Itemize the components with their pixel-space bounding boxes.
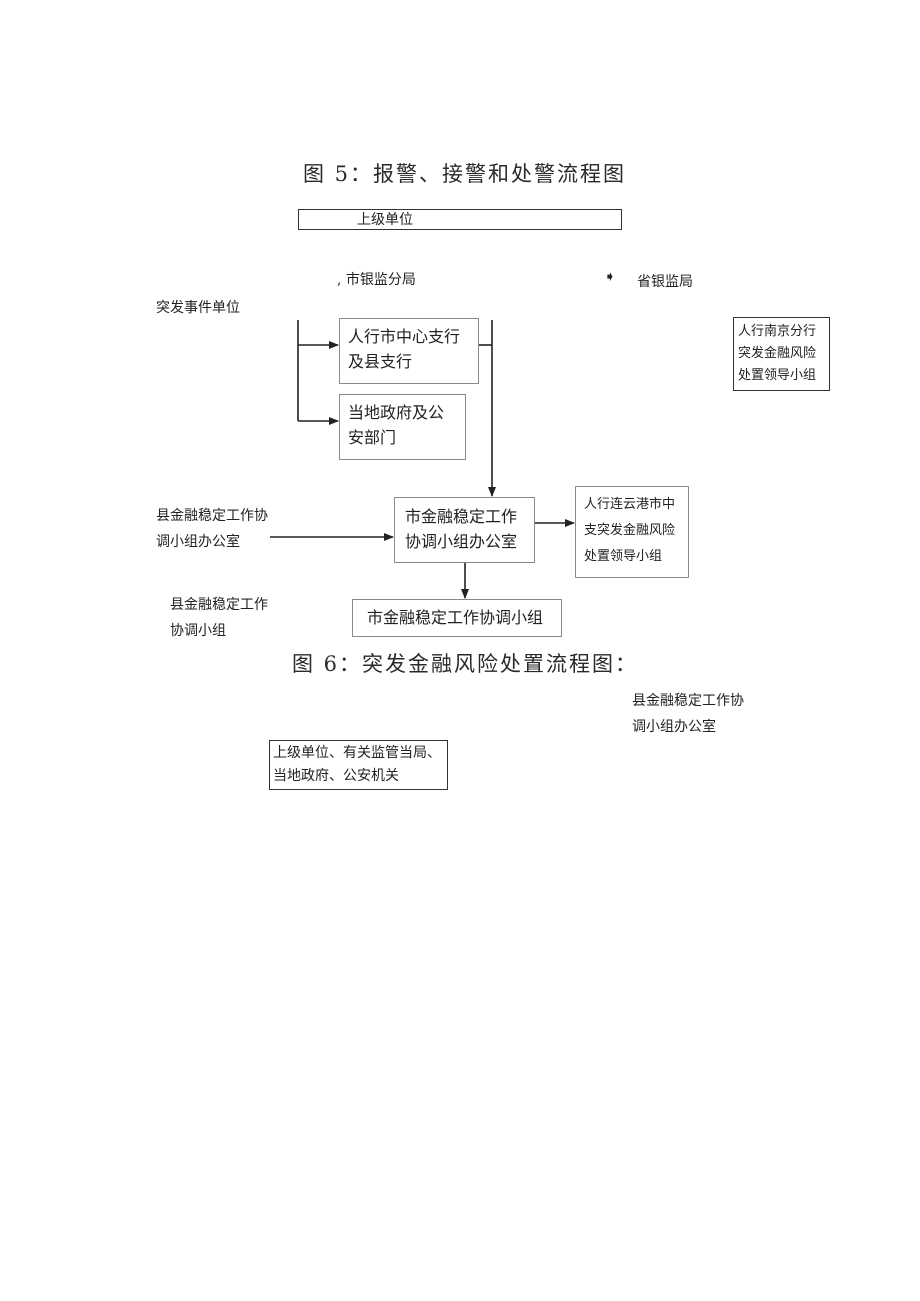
emergency-unit-label: 突发事件单位 [156,300,240,316]
superior-unit-label: 上级单位 [357,212,413,228]
county-office-label: 县金融稳定工作协调小组办公室 [156,508,268,550]
fig6-superior-label: 上级单位、有关监管当局、当地政府、公安机关 [273,745,441,784]
city-group-box: 市金融稳定工作协调小组 [352,599,562,637]
pboc-nanjing-line1: 人行南京分行 [738,324,817,339]
pboc-nanjing-line3: 处置领导小组 [738,368,817,383]
arrow-right-icon: ➧ [604,269,616,285]
pboc-city-center-box: 人行市中心支行及县支行 [339,318,479,384]
local-gov-police-box: 当地政府及公安部门 [339,394,466,460]
provincial-cbrc-label: 省银监局 [637,274,693,290]
city-cbrc-label: , 市银监分局 [337,272,416,288]
superior-unit-box: 上级单位 [298,209,622,230]
figure6-title: 图 6：突发金融风险处置流程图： [292,652,639,676]
pboc-lianyungang-label: 人行连云港市中支突发金融风险处置领导小组 [584,497,676,564]
city-group-label: 市金融稳定工作协调小组 [367,608,544,627]
pboc-city-center-label: 人行市中心支行及县支行 [348,327,461,371]
local-gov-police-label: 当地政府及公安部门 [348,403,445,447]
fig6-county-office-label: 县金融稳定工作协调小组办公室 [632,693,744,735]
pboc-nanjing-line2: 突发金融风险 [738,346,817,361]
county-group-label: 县金融稳定工作协调小组 [170,597,268,639]
city-office-label: 市金融稳定工作协调小组办公室 [405,507,518,551]
figure5-title: 图 5：报警、接警和处警流程图 [303,162,627,186]
pboc-nanjing-box: 人行南京分行 突发金融风险 处置领导小组 [733,317,830,391]
city-office-box: 市金融稳定工作协调小组办公室 [394,497,535,563]
fig6-superior-box: 上级单位、有关监管当局、当地政府、公安机关 [269,740,448,790]
pboc-lianyungang-box: 人行连云港市中支突发金融风险处置领导小组 [575,486,689,578]
